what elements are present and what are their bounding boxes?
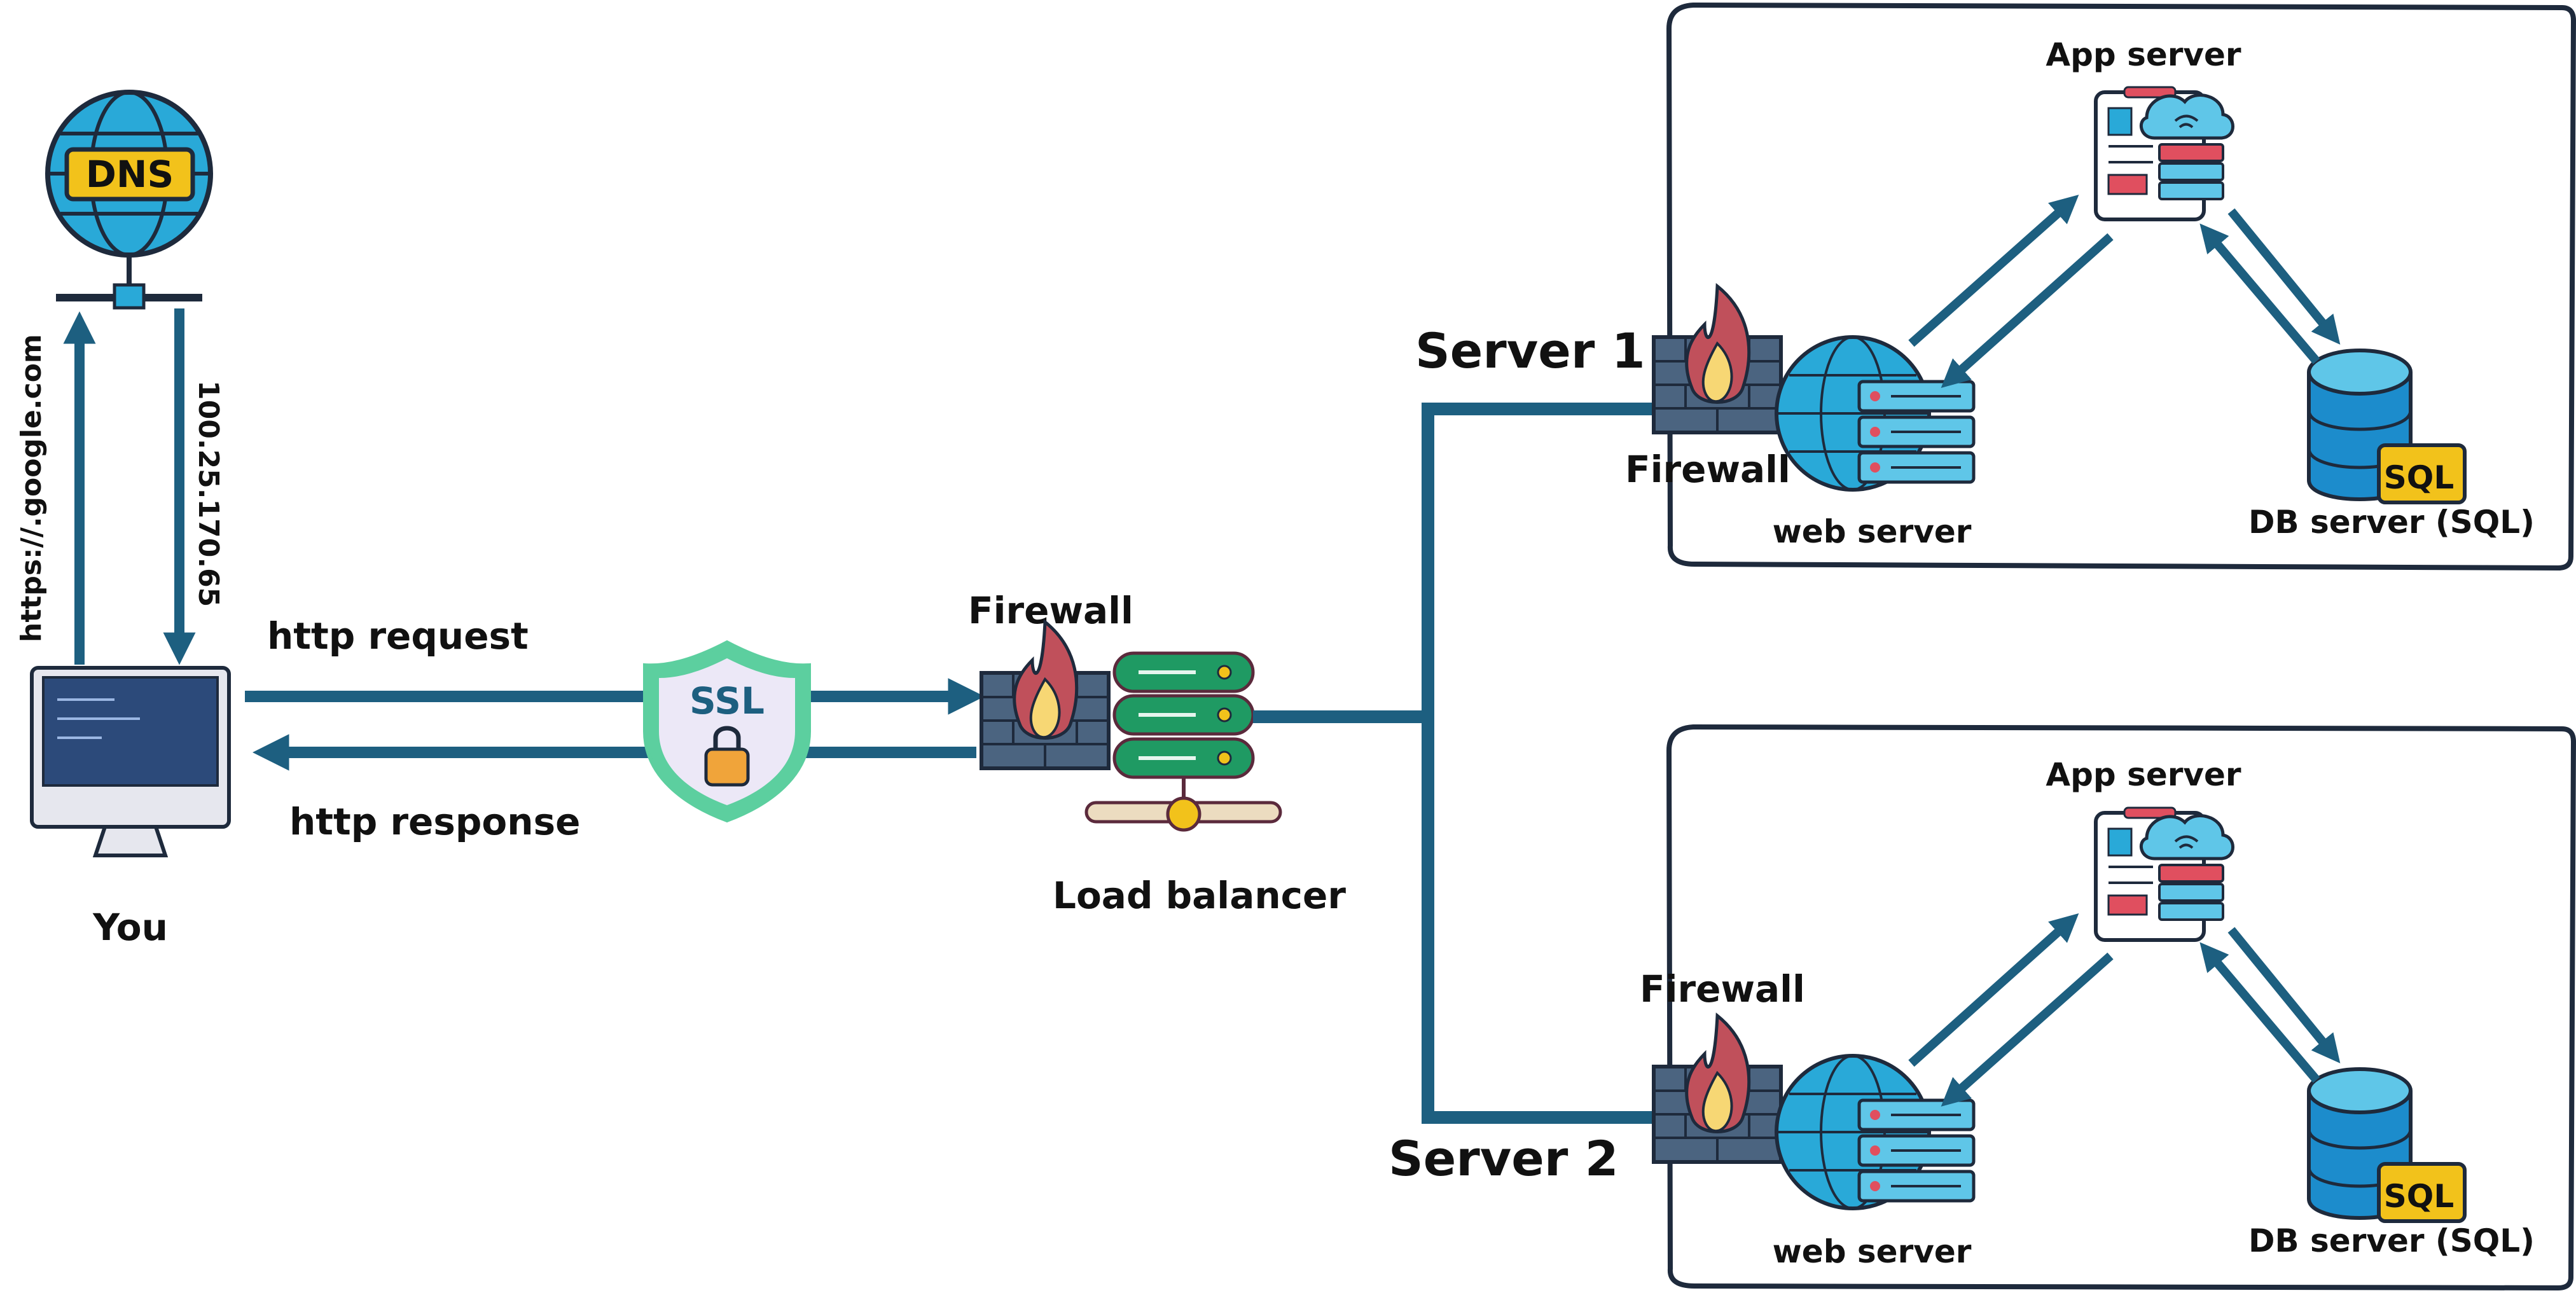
server-2-title: Server 2 xyxy=(1388,1130,1619,1187)
load-balancer-icon xyxy=(1084,651,1282,832)
server-1-frame xyxy=(1666,2,2576,571)
server-2-firewall-icon xyxy=(1654,1016,1781,1162)
load-balancer-label: Load balancer xyxy=(1053,874,1346,917)
server-2-db-server-label: DB server (SQL) xyxy=(2248,1222,2535,1259)
server-1-web-to-app-arrow xyxy=(1908,195,2079,347)
server-2-db-to-app-arrow xyxy=(2199,942,2320,1083)
server-1-firewall-icon xyxy=(1654,286,1781,432)
server-2-group: Server 2 Firewall web server App server … xyxy=(1388,724,2576,1291)
network-trunk xyxy=(1253,403,1654,1124)
server-2-web-server-label: web server xyxy=(1773,1233,1972,1270)
server-2-app-to-db-arrow xyxy=(2227,927,2341,1063)
server-2-web-to-app-arrow xyxy=(1908,913,2079,1067)
server-1-web-server-label: web server xyxy=(1773,513,1972,550)
dns-label: DNS xyxy=(86,153,174,196)
dns-response-label: 100.25.170.65 xyxy=(192,380,225,607)
server-1-db-badge: SQL xyxy=(2384,459,2454,496)
server-1-db-to-app-arrow xyxy=(2199,223,2320,364)
server-1-app-to-db-arrow xyxy=(2227,208,2341,345)
client-computer-icon xyxy=(30,666,231,857)
ssl-label: SSL xyxy=(689,679,765,723)
server-2-firewall-label: Firewall xyxy=(1640,967,1805,1011)
server-2-app-server-icon xyxy=(2096,808,2233,940)
server-1-firewall-label: Firewall xyxy=(1625,448,1790,491)
server-1-group: Server 1 Firewall web server App server … xyxy=(1415,2,2576,571)
client-label: You xyxy=(92,906,168,949)
http-response-label: http response xyxy=(289,800,580,843)
dns-globe-icon xyxy=(45,90,213,310)
http-request-label: http request xyxy=(267,614,529,658)
ssl-shield-icon xyxy=(643,640,811,823)
server-1-app-server-label: App server xyxy=(2046,36,2241,73)
server-1-app-server-icon xyxy=(2096,87,2233,219)
server-2-frame xyxy=(1666,724,2576,1291)
server-2-app-to-web-arrow xyxy=(1941,952,2114,1107)
server-1-web-server-icon xyxy=(1776,337,1974,490)
server-1-db-server-label: DB server (SQL) xyxy=(2248,504,2535,541)
server-2-web-server-icon xyxy=(1776,1056,1974,1208)
edge-firewall-icon xyxy=(981,622,1109,768)
server-2-db-badge: SQL xyxy=(2384,1178,2454,1215)
dns-request-label: https://.google.com xyxy=(15,334,48,642)
server-1-title: Server 1 xyxy=(1415,322,1645,379)
server-2-app-server-label: App server xyxy=(2046,756,2241,793)
server-1-app-to-web-arrow xyxy=(1941,233,2114,388)
